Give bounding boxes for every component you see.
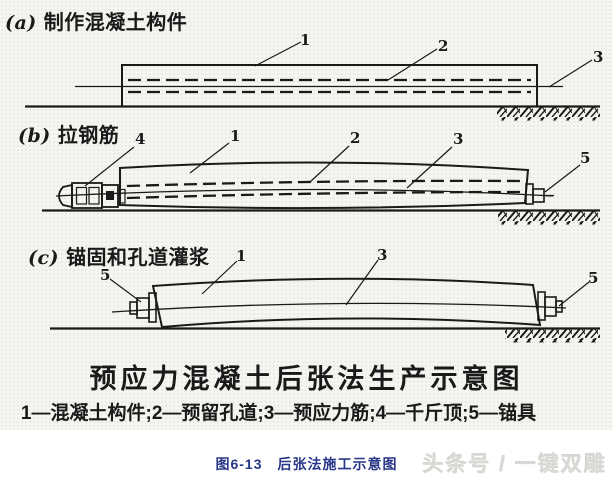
- diagram-a: 1 2 3: [25, 31, 603, 121]
- section-title: 制作混凝土构件: [43, 12, 188, 34]
- figure-number-caption: 图6-13 后张法施工示意图: [215, 456, 398, 472]
- section-header-a: (a) 制作混凝土构件: [5, 6, 187, 35]
- figure-title: 预应力混凝土后张法生产示意图: [89, 364, 524, 394]
- leader-lines: [84, 142, 581, 193]
- section-title: 锚固和孔道灌浆: [66, 247, 210, 269]
- part-label: 5: [588, 269, 598, 287]
- part-label: 3: [377, 246, 387, 264]
- duct-dashed-top: [126, 179, 523, 188]
- ground-hatch: [505, 329, 600, 343]
- ground-hatch: [497, 107, 600, 121]
- jack: [58, 182, 126, 209]
- tendon-line: [55, 188, 554, 197]
- part-label: 2: [350, 129, 360, 147]
- leader-lines: [109, 259, 590, 307]
- part-label: 4: [135, 130, 145, 148]
- part-label: 5: [580, 149, 590, 167]
- anchorage-left: [129, 292, 157, 323]
- anchorage: [525, 183, 554, 205]
- part-label: 5: [100, 266, 110, 284]
- section-title: 拉钢筋: [57, 125, 120, 147]
- section-header-c: (c) 锚固和孔道灌浆: [28, 241, 210, 270]
- watermark-text: 头条号 / 一键双雕: [422, 453, 607, 476]
- section-marker: (c): [28, 247, 60, 269]
- part-label: 3: [453, 130, 463, 148]
- beam-outline: [121, 64, 538, 108]
- diagram-c: 5 1 3 5: [50, 246, 600, 343]
- figure-legend: 1—混凝土构件;2—预留孔道;3—预应力筋;4—千斤顶;5—锚具: [20, 403, 537, 424]
- section-marker: (a): [5, 12, 37, 34]
- ground-hatch: [498, 211, 600, 225]
- anchorage-right: [537, 291, 563, 321]
- part-label: 1: [236, 247, 246, 265]
- beam-outline: [119, 161, 530, 210]
- diagram-canvas: 1 2 3: [25, 31, 603, 343]
- part-label: 2: [438, 37, 448, 55]
- diagram-b: 4 1 2 3 5: [42, 127, 600, 225]
- beam-outline: [151, 277, 542, 329]
- tendon-line: [111, 302, 567, 313]
- section-marker: (b): [18, 125, 51, 147]
- section-header-b: (b) 拉钢筋: [18, 119, 119, 148]
- part-label: 3: [593, 48, 603, 66]
- leader-lines: [254, 41, 593, 88]
- part-label: 1: [230, 127, 240, 145]
- duct-dashed-bottom: [126, 190, 523, 200]
- part-label: 1: [300, 31, 310, 49]
